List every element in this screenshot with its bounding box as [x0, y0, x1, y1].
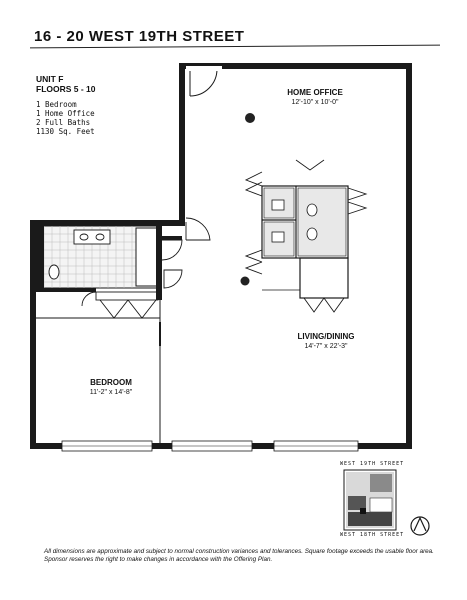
room-label: HOME OFFICE — [287, 88, 343, 97]
room-label: LIVING/DINING — [297, 332, 355, 341]
north-arrow-icon — [410, 516, 430, 536]
page-title: 16 - 20 WEST 19TH STREET — [34, 28, 245, 45]
light-fixture-icon — [240, 276, 250, 286]
unit-feature: 1 Bedroom — [36, 100, 77, 109]
unit-name: UNIT F — [36, 74, 64, 84]
unit-feature: 1130 Sq. Feet — [36, 127, 95, 136]
wall-top — [179, 63, 412, 69]
unit-floors: FLOORS 5 - 10 — [36, 84, 96, 94]
unit-feature: 1 Home Office — [36, 109, 95, 118]
room-dimensions: 11'-2" x 14'-8" — [89, 389, 133, 396]
wall-far-left — [30, 220, 36, 448]
wall-left-upper — [179, 63, 185, 223]
room-dimensions: 14'-7" x 22'-3" — [304, 343, 348, 350]
room-home-office: HOME OFFICE 12'-10" x 10'-0" — [270, 88, 360, 108]
key-plan-top-label: WEST 19TH STREET — [340, 461, 405, 467]
unit-info: UNIT F FLOORS 5 - 10 1 Bedroom 1 Home Of… — [36, 74, 96, 136]
bathroom-left — [35, 225, 161, 289]
light-fixture-icon — [245, 113, 255, 123]
wall-right — [406, 63, 412, 448]
room-bedroom: BEDROOM 11'-2" x 14'-8" — [66, 378, 156, 398]
room-dimensions: 12'-10" x 10'-0" — [291, 99, 339, 106]
key-plan-bottom-label: WEST 18TH STREET — [340, 532, 405, 538]
disclaimer: All dimensions are approximate and subje… — [44, 548, 434, 563]
room-label: BEDROOM — [90, 378, 132, 387]
unit-feature: 2 Full Baths — [36, 118, 91, 127]
wall-left-top — [30, 220, 185, 226]
room-living-dining: LIVING/DINING 14'-7" x 22'-3" — [276, 332, 376, 352]
key-plan — [343, 469, 397, 531]
